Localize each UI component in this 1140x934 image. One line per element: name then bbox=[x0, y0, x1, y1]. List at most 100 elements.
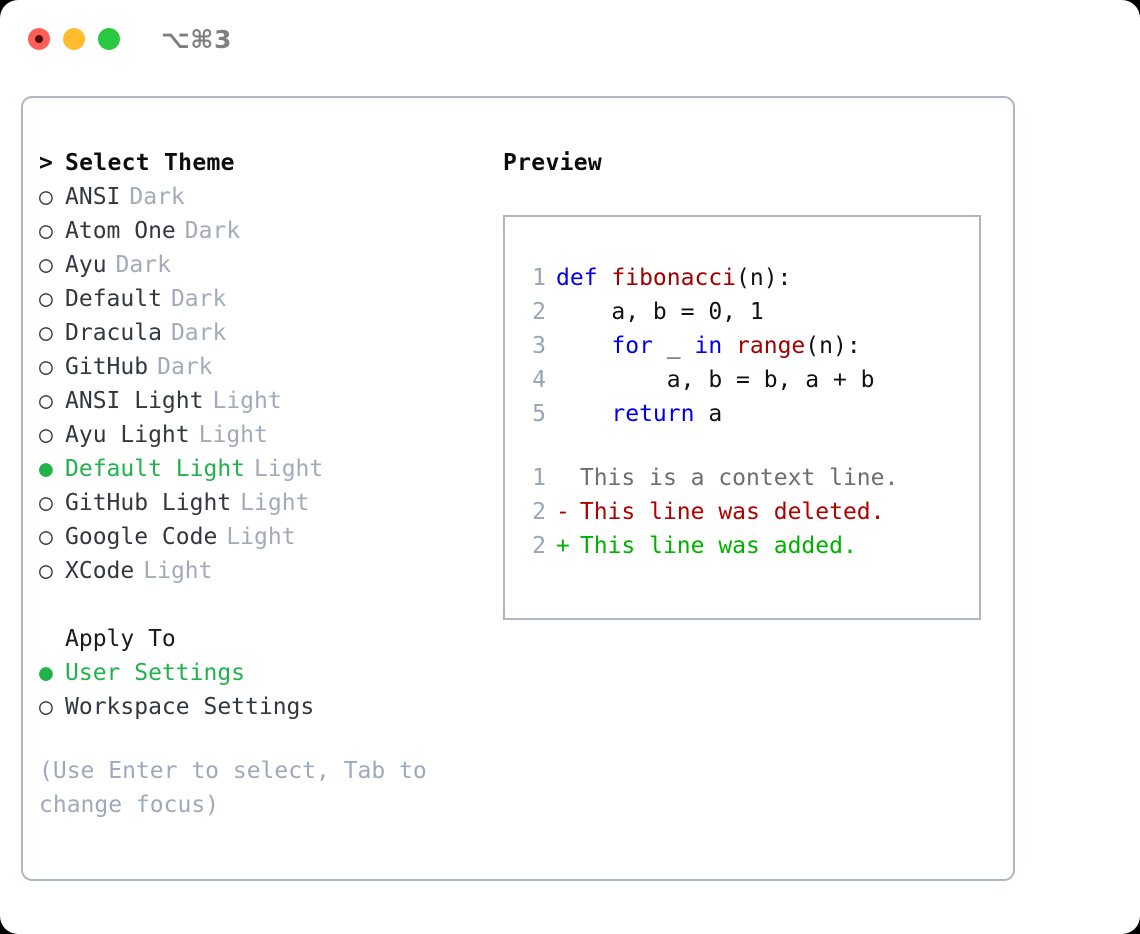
theme-list-item[interactable]: ○ GitHub Dark bbox=[39, 350, 479, 384]
theme-list-item-selected[interactable]: ● Default Light Light bbox=[39, 452, 479, 486]
radio-off-icon: ○ bbox=[39, 252, 53, 278]
code-token: return bbox=[611, 401, 695, 427]
title-bar: ⌥⌘3 bbox=[0, 0, 1140, 78]
theme-variant: Light bbox=[254, 456, 324, 482]
theme-variant: Light bbox=[240, 490, 310, 516]
theme-name: XCode bbox=[65, 558, 135, 584]
radio-off-icon: ○ bbox=[39, 218, 53, 244]
diff-sign: + bbox=[556, 533, 570, 559]
line-number: 1 bbox=[532, 465, 546, 491]
code-token: _ bbox=[652, 333, 695, 359]
code-token: for bbox=[611, 333, 653, 359]
line-number: 1 bbox=[532, 265, 546, 291]
minimize-window-button[interactable] bbox=[63, 28, 85, 50]
code-token: a bbox=[694, 401, 723, 427]
diff-text: This is a context line. bbox=[579, 465, 899, 491]
section-spacer bbox=[39, 588, 479, 622]
theme-variant: Light bbox=[212, 388, 282, 414]
radio-off-icon: ○ bbox=[39, 694, 53, 720]
theme-variant: Dark bbox=[157, 354, 213, 380]
radio-on-icon: ● bbox=[39, 660, 53, 686]
radio-off-icon: ○ bbox=[39, 422, 53, 448]
theme-variant: Dark bbox=[129, 184, 185, 210]
theme-name: Ayu bbox=[65, 252, 107, 278]
theme-variant: Dark bbox=[170, 320, 227, 346]
theme-name: GitHub Light bbox=[65, 490, 232, 516]
code-token bbox=[556, 333, 611, 359]
theme-list-item[interactable]: ○ ANSI Dark bbox=[39, 180, 479, 214]
theme-list-item[interactable]: ○ Ayu Light Light bbox=[39, 418, 479, 452]
radio-off-icon: ○ bbox=[39, 490, 53, 516]
line-number: 5 bbox=[532, 401, 546, 427]
theme-name: GitHub bbox=[65, 354, 149, 380]
diff-line-added: 2+This line was added. bbox=[524, 529, 979, 563]
radio-off-icon: ○ bbox=[39, 320, 53, 346]
theme-variant: Light bbox=[143, 558, 213, 584]
maximize-window-button[interactable] bbox=[98, 28, 120, 50]
theme-variant: Light bbox=[226, 524, 296, 550]
theme-name: Dracula bbox=[65, 320, 162, 346]
code-token: fibonacci bbox=[611, 265, 737, 291]
diff-text: This line was deleted. bbox=[579, 499, 885, 525]
code-token: a, b = 0, 1 bbox=[556, 299, 764, 325]
apply-to-label: Workspace Settings bbox=[65, 694, 315, 720]
keyboard-hint-text: (Use Enter to select, Tab to change focu… bbox=[39, 758, 427, 818]
radio-on-icon: ● bbox=[39, 456, 53, 482]
code-token: a, b = b, a + b bbox=[556, 367, 875, 393]
theme-list-item[interactable]: ○ GitHub Light Light bbox=[39, 486, 479, 520]
preview-heading: Preview bbox=[503, 150, 603, 176]
theme-name: Ayu Light bbox=[65, 422, 190, 448]
line-number: 4 bbox=[532, 367, 546, 393]
apply-to-option-user[interactable]: ● User Settings bbox=[39, 656, 479, 690]
code-line: 5 return a bbox=[524, 397, 979, 431]
theme-variant: Light bbox=[198, 422, 268, 448]
theme-list-item[interactable]: ○ Google Code Light bbox=[39, 520, 479, 554]
code-token: in bbox=[694, 333, 737, 359]
theme-variant: Dark bbox=[115, 252, 171, 278]
theme-name: Atom One bbox=[65, 218, 176, 244]
diff-sign bbox=[556, 465, 570, 491]
radio-off-icon: ○ bbox=[39, 354, 53, 380]
theme-variant: Dark bbox=[170, 286, 227, 312]
close-icon bbox=[35, 35, 43, 43]
theme-name: Default Light bbox=[65, 456, 246, 482]
select-theme-heading: >Select Theme bbox=[39, 146, 479, 180]
radio-off-icon: ○ bbox=[39, 184, 53, 210]
theme-list-item[interactable]: ○ XCode Light bbox=[39, 554, 479, 588]
diff-line-deleted: 2-This line was deleted. bbox=[524, 495, 979, 529]
radio-off-icon: ○ bbox=[39, 524, 53, 550]
line-number: 2 bbox=[532, 299, 546, 325]
theme-list-item[interactable]: ○ Dracula Dark bbox=[39, 316, 479, 350]
close-window-button[interactable] bbox=[28, 28, 50, 50]
keyboard-shortcut-label: ⌥⌘3 bbox=[161, 24, 232, 54]
code-token: (n): bbox=[736, 265, 792, 291]
diff-sign: - bbox=[556, 499, 570, 525]
apply-to-label: User Settings bbox=[65, 660, 246, 686]
line-number: 2 bbox=[532, 499, 546, 525]
code-line: 1 def fibonacci(n): bbox=[524, 261, 979, 295]
code-token: (n): bbox=[805, 333, 861, 359]
code-line: 3 for _ in range(n): bbox=[524, 329, 979, 363]
line-number: 2 bbox=[532, 533, 546, 559]
theme-name: ANSI bbox=[65, 184, 121, 210]
preview-gap bbox=[524, 431, 979, 461]
code-token: def bbox=[556, 265, 612, 291]
code-token: range bbox=[736, 333, 806, 359]
theme-list-item[interactable]: ○ Ayu Dark bbox=[39, 248, 479, 282]
code-line: 2 a, b = 0, 1 bbox=[524, 295, 979, 329]
traffic-light-group bbox=[28, 28, 120, 50]
code-token bbox=[556, 401, 611, 427]
radio-off-icon: ○ bbox=[39, 558, 53, 584]
apply-to-heading: Apply To bbox=[65, 626, 176, 652]
apply-to-option-workspace[interactable]: ○ Workspace Settings bbox=[39, 690, 479, 724]
prompt-caret-icon: > bbox=[39, 150, 53, 176]
theme-name: Google Code bbox=[65, 524, 218, 550]
